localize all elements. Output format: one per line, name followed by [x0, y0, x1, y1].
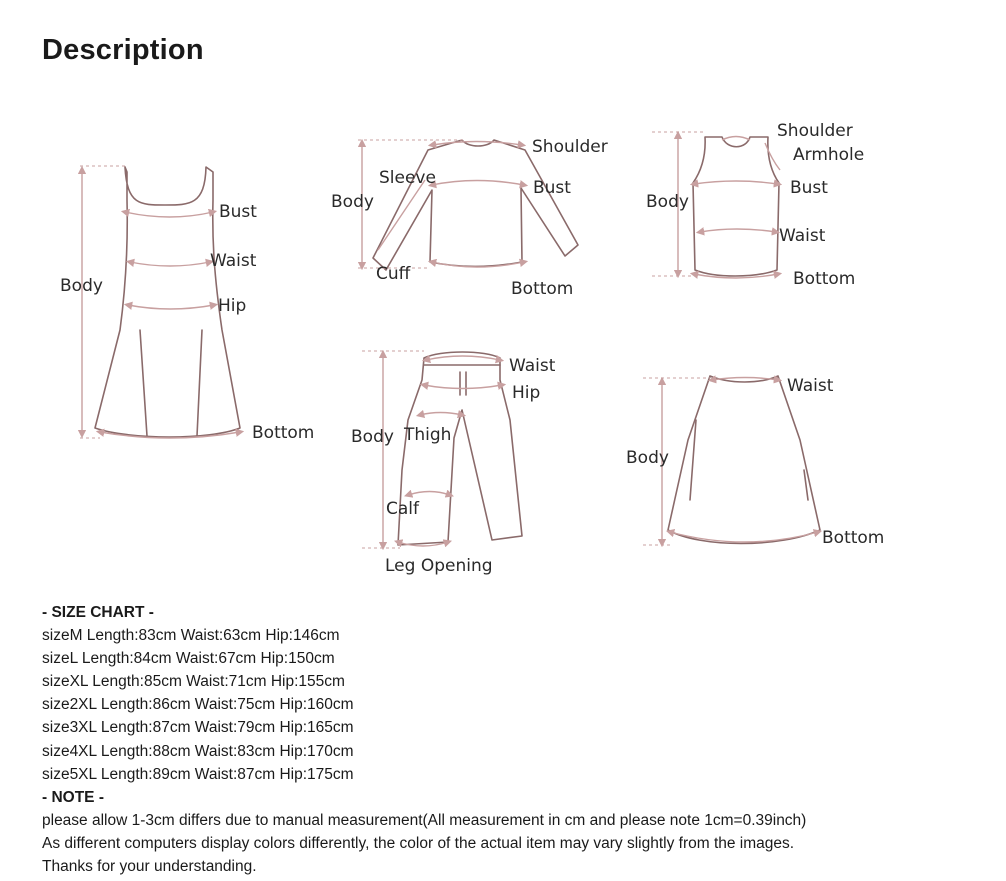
vest-shoulder-label: Shoulder — [777, 121, 853, 141]
size-row-xl: sizeXL Length:85cm Waist:71cm Hip:155cm — [42, 673, 345, 691]
note-line-3: Thanks for your understanding. — [42, 858, 257, 876]
vest-armhole-label: Armhole — [793, 145, 864, 165]
description-text: - SIZE CHART - sizeM Length:83cm Waist:6… — [42, 601, 992, 878]
pants-body-label: Body — [351, 427, 394, 447]
size-row-m: sizeM Length:83cm Waist:63cm Hip:146cm — [42, 627, 340, 645]
skirt-diagram: Waist Body Bottom — [626, 375, 884, 548]
top-shoulder-label: Shoulder — [532, 137, 608, 157]
top-outline — [372, 139, 579, 271]
pants-outline — [397, 351, 523, 546]
vest-bottom-label: Bottom — [793, 269, 855, 289]
pants-calf-label: Calf — [386, 499, 420, 519]
dress-bust-label: Bust — [219, 202, 257, 222]
size-row-4xl: size4XL Length:88cm Waist:83cm Hip:170cm — [42, 742, 354, 760]
pants-leg-opening-label: Leg Opening — [385, 556, 493, 576]
top-body-label: Body — [331, 192, 374, 212]
dress-hip-label: Hip — [218, 296, 246, 316]
page-title: Description — [42, 34, 204, 66]
size-row-5xl: size5XL Length:89cm Waist:87cm Hip:175cm — [42, 765, 354, 783]
vest-outline — [692, 136, 780, 277]
skirt-body-label: Body — [626, 448, 669, 468]
top-bust-label: Bust — [533, 178, 571, 198]
top-sleeve-label: Sleeve — [379, 168, 436, 188]
note-line-2: As different computers display colors di… — [42, 834, 795, 852]
skirt-bottom-label: Bottom — [822, 528, 884, 548]
pants-waist-label: Waist — [509, 356, 556, 376]
vest-waist-label: Waist — [779, 226, 826, 246]
dress-diagram: Bust Waist Body Hip Bottom — [60, 165, 314, 443]
vest-bust-label: Bust — [790, 178, 828, 198]
dress-body-label: Body — [60, 276, 103, 296]
size-chart-heading: - SIZE CHART - — [42, 604, 154, 621]
pants-hip-label: Hip — [512, 383, 540, 403]
dress-waist-label: Waist — [210, 251, 257, 271]
top-diagram: Shoulder Sleeve Body Bust Cuff Bottom — [331, 137, 608, 299]
dress-bottom-label: Bottom — [252, 423, 314, 443]
note-line-1: please allow 1-3cm differs due to manual… — [42, 811, 807, 829]
pants-thigh-label: Thigh — [403, 425, 451, 445]
size-row-2xl: size2XL Length:86cm Waist:75cm Hip:160cm — [42, 696, 354, 714]
top-bottom-label: Bottom — [511, 279, 573, 299]
size-row-3xl: size3XL Length:87cm Waist:79cm Hip:165cm — [42, 719, 354, 737]
dress-outline — [94, 166, 241, 438]
skirt-outline — [667, 375, 821, 545]
size-row-l: sizeL Length:84cm Waist:67cm Hip:150cm — [42, 650, 335, 668]
top-cuff-label: Cuff — [376, 264, 412, 284]
vest-body-label: Body — [646, 192, 689, 212]
vest-diagram: Shoulder Armhole Body Bust Waist Bottom — [646, 121, 864, 289]
skirt-waist-label: Waist — [787, 376, 834, 396]
note-heading: - NOTE - — [42, 788, 104, 806]
measurement-diagram: Bust Waist Body Hip Bottom Shoulder Slee… — [60, 121, 884, 576]
pants-diagram: Waist Hip Body Thigh Calf Leg Opening — [351, 349, 556, 576]
